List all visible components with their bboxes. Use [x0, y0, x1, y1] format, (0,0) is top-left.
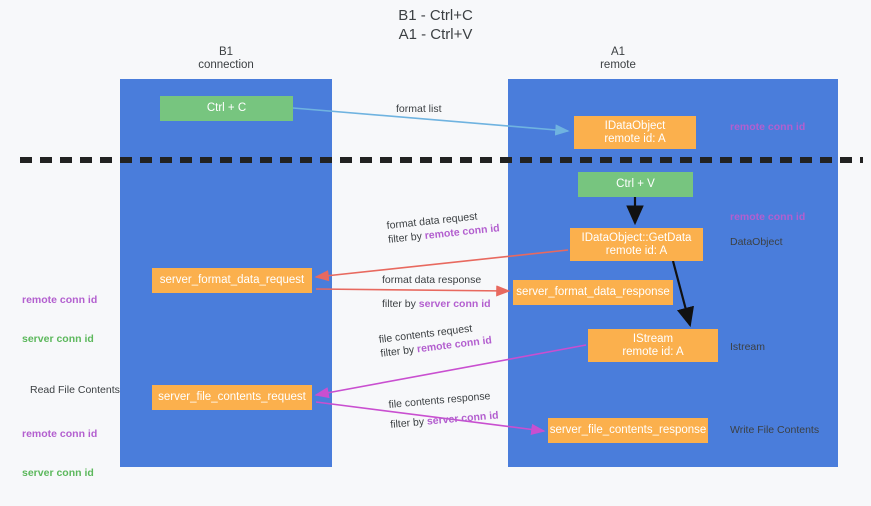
lane-header-a1: A1 remote [600, 46, 636, 71]
phase-divider [20, 157, 863, 163]
edge-label-line-primary: file contents response [388, 390, 491, 411]
lane-header-b1: B1 connection [198, 46, 254, 71]
filter-prefix: filter by [382, 298, 419, 310]
filter-prefix: filter by [387, 230, 426, 246]
filter-key-server-conn-id: server conn id [418, 298, 491, 310]
side-legend-top: remote conn id server conn id [22, 268, 97, 372]
side-label-istream: Istream [730, 341, 766, 353]
edge-label-line-primary: format data response [382, 274, 482, 286]
side-label-remote-conn-id-top: remote conn id [730, 121, 806, 133]
side-label-dataobject: DataObject [730, 236, 783, 248]
edge-label-line-filter: filter by server conn id [390, 408, 499, 431]
edge-label-format-list: format list [396, 103, 442, 115]
filter-prefix: filter by [379, 343, 418, 360]
diagram-canvas: B1 - Ctrl+C A1 - Ctrl+V B1 connection A1… [20, 7, 863, 479]
node-server-format-data-request[interactable]: server_format_data_request [152, 268, 312, 293]
legend-remote-conn-id: remote conn id [22, 428, 98, 440]
legend-server-conn-id: server conn id [22, 333, 94, 345]
node-server-format-data-response[interactable]: server_format_data_response [513, 280, 673, 305]
edge-label-format-data-request: format data request filter by remote con… [386, 207, 500, 247]
side-label-write-file-contents: Write File Contents [730, 424, 820, 436]
edge-label-format-data-response: format data response filter by server co… [382, 273, 491, 311]
node-ctrl-v[interactable]: Ctrl + V [578, 172, 693, 197]
edge-label-file-contents-response: file contents response filter by server … [388, 389, 499, 432]
side-label-remote-conn-id-mid: remote conn id [730, 211, 806, 223]
legend-remote-conn-id: remote conn id [22, 294, 98, 306]
filter-prefix: filter by [389, 415, 428, 431]
edge-label-file-contents-request: file contents request filter by remote c… [378, 319, 493, 360]
legend-server-conn-id: server conn id [22, 467, 94, 479]
filter-key-server-conn-id: server conn id [426, 409, 500, 428]
node-ctrl-c[interactable]: Ctrl + C [160, 96, 293, 121]
node-server-file-contents-request[interactable]: server_file_contents_request [152, 385, 312, 410]
node-idataobject[interactable]: IDataObject remote id: A [574, 116, 696, 149]
node-server-file-contents-response[interactable]: server_file_contents_response [548, 418, 708, 443]
side-label-read-file-contents: Read File Contents [30, 384, 120, 396]
node-istream[interactable]: IStream remote id: A [588, 329, 718, 362]
node-idataobject-getdata[interactable]: IDataObject::GetData remote id: A [570, 228, 703, 261]
edge-label-line-filter: filter by server conn id [382, 297, 491, 311]
diagram-title: B1 - Ctrl+C A1 - Ctrl+V [398, 7, 473, 43]
side-legend-bottom: remote conn id server conn id [22, 402, 97, 506]
